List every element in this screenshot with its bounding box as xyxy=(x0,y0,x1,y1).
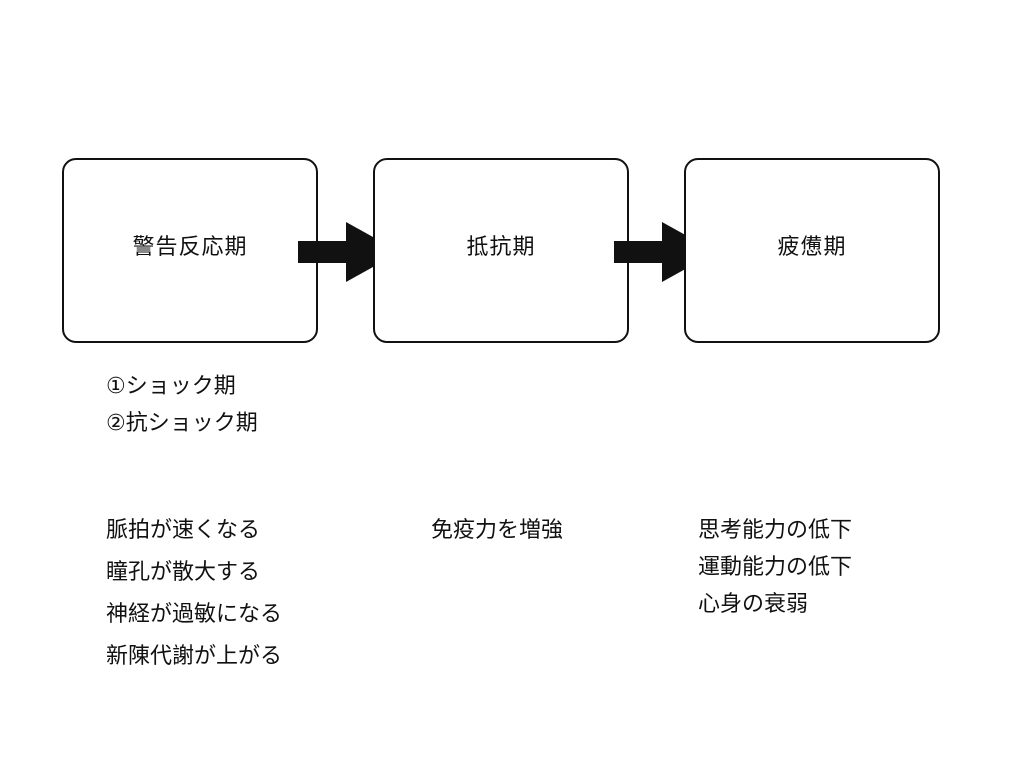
resistance-effect-item: 免疫力を増強 xyxy=(431,518,564,543)
alarm-effect-item: 瞳孔が散大する xyxy=(106,560,261,585)
alarm-effects-list: 脈拍が速くなる 瞳孔が散大する 神経が過敏になる 新陳代謝が上がる xyxy=(106,520,282,688)
alarm-effect-item: 神経が過敏になる xyxy=(106,602,283,627)
alarm-subphase-shock: ①ショック期 xyxy=(106,374,236,399)
alarm-effect-item: 脈拍が速くなる xyxy=(106,518,261,543)
alarm-effect-item: 新陳代謝が上がる xyxy=(106,644,283,669)
stage-label-exhaustion: 疲憊期 xyxy=(777,234,847,260)
stage-label-resistance: 抵抗期 xyxy=(466,234,536,260)
exhaustion-effect-item: 心身の衰弱 xyxy=(698,592,809,617)
stage-label-alarm: 警告反応期 xyxy=(132,234,248,260)
stage-box-resistance: 抵抗期 xyxy=(373,158,629,343)
alarm-subphase-list: ①ショック期 ②抗ショック期 xyxy=(106,376,258,450)
stage-box-alarm: 警告反応期 xyxy=(62,158,318,343)
stage-box-exhaustion: 疲憊期 xyxy=(684,158,940,343)
exhaustion-effect-item: 運動能力の低下 xyxy=(698,555,853,580)
resistance-effects-list: 免疫力を増強 xyxy=(431,520,563,562)
alarm-subphase-countershock: ②抗ショック期 xyxy=(106,411,258,436)
exhaustion-effects-list: 思考能力の低下 運動能力の低下 心身の衰弱 xyxy=(698,520,852,631)
exhaustion-effect-item: 思考能力の低下 xyxy=(698,518,853,543)
